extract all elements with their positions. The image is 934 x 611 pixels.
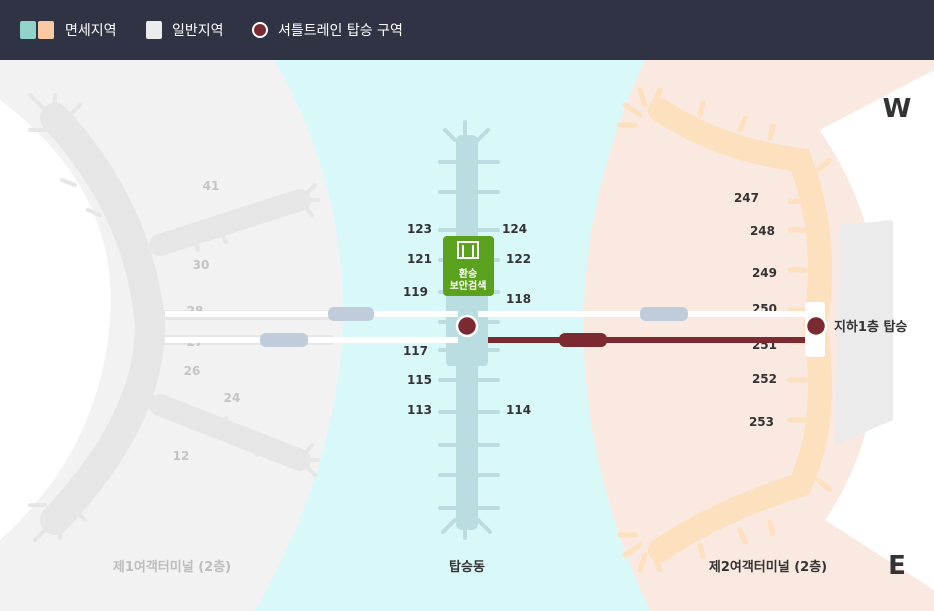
terminal1-piers [28, 93, 320, 542]
t2-gate-label: 247 [734, 191, 759, 205]
concourse-caption: 탑승동 [449, 560, 485, 575]
compass-east: E [888, 551, 906, 581]
t2-gate-label: 253 [749, 415, 774, 429]
legend-general: 일반지역 [146, 20, 224, 40]
terminal1-outside [0, 100, 111, 540]
concourse-gate-label: 124 [502, 222, 527, 236]
shuttle-station-icon[interactable] [455, 314, 479, 338]
security-label-1: 환승 [459, 267, 477, 280]
t2-station-label: 지하1층 탑승 [834, 319, 907, 335]
terminal2-zone [583, 60, 934, 611]
terminal2-outside [820, 70, 934, 590]
legend-general-label: 일반지역 [172, 23, 224, 39]
legend-duty-free: 면세지역 [20, 20, 117, 40]
t1-gate-label: 26 [184, 364, 201, 378]
shuttle-station-icon[interactable] [804, 314, 828, 338]
shuttle-dot-icon [252, 22, 268, 38]
duty-free-swatch-mint [20, 21, 36, 39]
t1-gate-label: 30 [193, 258, 210, 272]
concourse-gate-label: 117 [403, 344, 428, 358]
concourse-gate-label: 121 [407, 252, 432, 266]
legend-bar: 면세지역 일반지역 셔틀트레인 탑승 구역 [0, 0, 934, 60]
concourse-gate-label: 122 [506, 252, 531, 266]
concourse-gate-label: 115 [407, 373, 432, 387]
duty-free-swatch-peach [38, 21, 54, 39]
t1-gate-label: 24 [224, 391, 241, 405]
concourse-gate-label: 113 [407, 403, 432, 417]
security-label-2: 보안검색 [450, 279, 487, 292]
general-swatch [146, 21, 162, 39]
airport-map[interactable]: 41 30 28 27 26 24 12 제1여객터미널 (2층) 247 24… [0, 60, 934, 611]
concourse-gate-label: 114 [506, 403, 531, 417]
terminal1-caption: 제1여객터미널 (2층) [113, 559, 231, 575]
t1-gate-label: 12 [173, 449, 190, 463]
transfer-security-box[interactable]: 환승 보안검색 [443, 236, 494, 296]
legend-shuttle: 셔틀트레인 탑승 구역 [252, 20, 403, 40]
concourse-gate-label: 119 [403, 285, 428, 299]
concourse-gate-label: 118 [506, 292, 531, 306]
compass-west: W [883, 94, 912, 124]
legend-shuttle-label: 셔틀트레인 탑승 구역 [278, 23, 403, 39]
t2-gate-label: 248 [750, 224, 775, 238]
shuttle-train-icon [260, 307, 688, 347]
t2-gate-label: 249 [752, 266, 777, 280]
t1-gate-label: 41 [203, 179, 220, 193]
t2-gate-label: 252 [752, 372, 777, 386]
legend-duty-free-label: 면세지역 [65, 23, 117, 39]
concourse-gate-label: 123 [407, 222, 432, 236]
terminal2-caption: 제2여객터미널 (2층) [709, 559, 827, 575]
terminal2-landside [835, 220, 893, 445]
security-gate-icon [457, 241, 479, 259]
